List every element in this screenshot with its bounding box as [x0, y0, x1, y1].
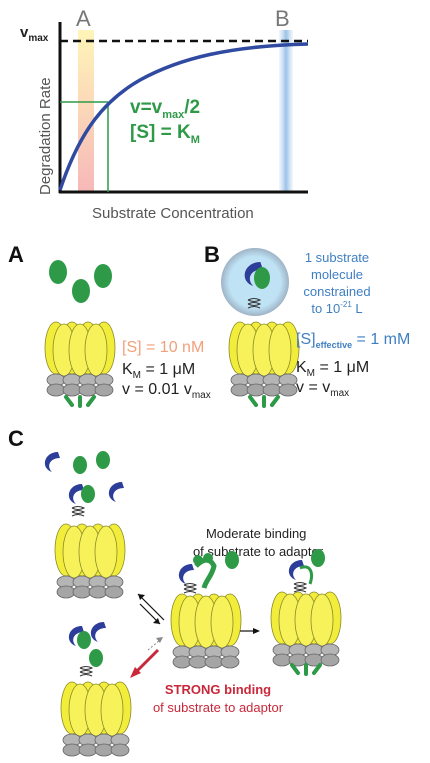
adaptor — [90, 622, 106, 642]
free-substrate — [94, 264, 112, 288]
panel-a-km: KM = 1 μM — [122, 361, 195, 381]
x-axis-label: Substrate Concentration — [92, 205, 254, 222]
panel-c-letter: C — [8, 426, 24, 451]
michaelis-menten-curve — [58, 42, 309, 191]
free-adaptor — [44, 452, 60, 472]
band-a — [78, 30, 94, 192]
strong-binding-label-line2: of substrate to adaptor — [153, 700, 284, 715]
panel-c: C Moderate binding of substrate to adapt… — [8, 426, 342, 757]
degradation-products — [248, 395, 280, 408]
svg-text:to 10-21 L: to 10-21 L — [311, 300, 362, 316]
tethered-substrate — [254, 267, 270, 289]
proteasome — [170, 593, 242, 669]
panel-b: B 1 substrate molecule constrained to 10… — [204, 242, 410, 408]
proteasome — [44, 321, 116, 397]
proteasome — [60, 681, 132, 757]
svg-text:constrained: constrained — [303, 284, 370, 299]
bound-substrate — [77, 631, 91, 649]
svg-text:molecule: molecule — [311, 267, 363, 282]
panel-b-effective-concentration: [S]effective = 1 mM — [296, 331, 410, 350]
equilibrium-arrows-strong — [130, 637, 163, 678]
free-substrate — [49, 260, 67, 284]
free-substrate — [96, 451, 110, 469]
marker-a-label: A — [76, 6, 91, 31]
y-axis-label: Degradation Rate — [37, 77, 54, 195]
marker-b-label: B — [275, 6, 290, 31]
adaptor — [178, 564, 194, 584]
forward-arrow — [240, 628, 260, 634]
unfolding-substrate — [193, 555, 203, 565]
tether-spring — [183, 583, 197, 594]
panel-a: A [S] = 10 nM KM = 1 μM v = 0.01 vmax — [8, 242, 211, 408]
tether-spring — [71, 506, 85, 517]
degradation-products — [290, 663, 322, 676]
proteasome — [270, 591, 342, 667]
panel-a-rate: v = 0.01 vmax — [122, 381, 211, 401]
panel-b-letter: B — [204, 242, 220, 267]
kinetics-graph: A B vmax Degradation Rate Substrate Conc… — [20, 6, 309, 222]
strong-binding-label: STRONG binding — [165, 682, 271, 697]
band-b — [279, 30, 293, 192]
panel-b-km: KM = 1 μM — [296, 359, 369, 379]
translocating-substrate — [299, 565, 314, 585]
proteasome — [54, 523, 126, 599]
panel-a-letter: A — [8, 242, 24, 267]
moderate-binding-label: Moderate binding of substrate to adaptor — [193, 526, 324, 559]
tether-spring — [79, 666, 93, 677]
panel-a-substrate-concentration: [S] = 10 nM — [122, 339, 204, 356]
vmax-label: vmax — [20, 24, 49, 44]
panel-b-rate: v = vmax — [296, 379, 349, 399]
free-adaptor — [108, 482, 124, 502]
free-substrate — [81, 485, 95, 503]
svg-text:1 substrate: 1 substrate — [305, 250, 369, 265]
degradation-products — [64, 395, 96, 408]
free-substrate — [73, 456, 87, 474]
km-equation: [S] = KM — [130, 122, 200, 146]
half-vmax-equation: v=vmax/2 — [130, 97, 200, 121]
equilibrium-arrows-moderate — [137, 593, 165, 625]
confinement-note: 1 substrate molecule constrained to 10-2… — [303, 250, 370, 316]
bound-substrate — [89, 649, 103, 667]
unfolding-substrate — [203, 553, 213, 563]
free-substrate — [225, 551, 239, 569]
tether-spring — [293, 582, 307, 593]
proteasome — [228, 321, 300, 397]
adaptor — [288, 560, 304, 580]
free-substrate — [311, 549, 325, 567]
free-substrate — [72, 279, 90, 303]
